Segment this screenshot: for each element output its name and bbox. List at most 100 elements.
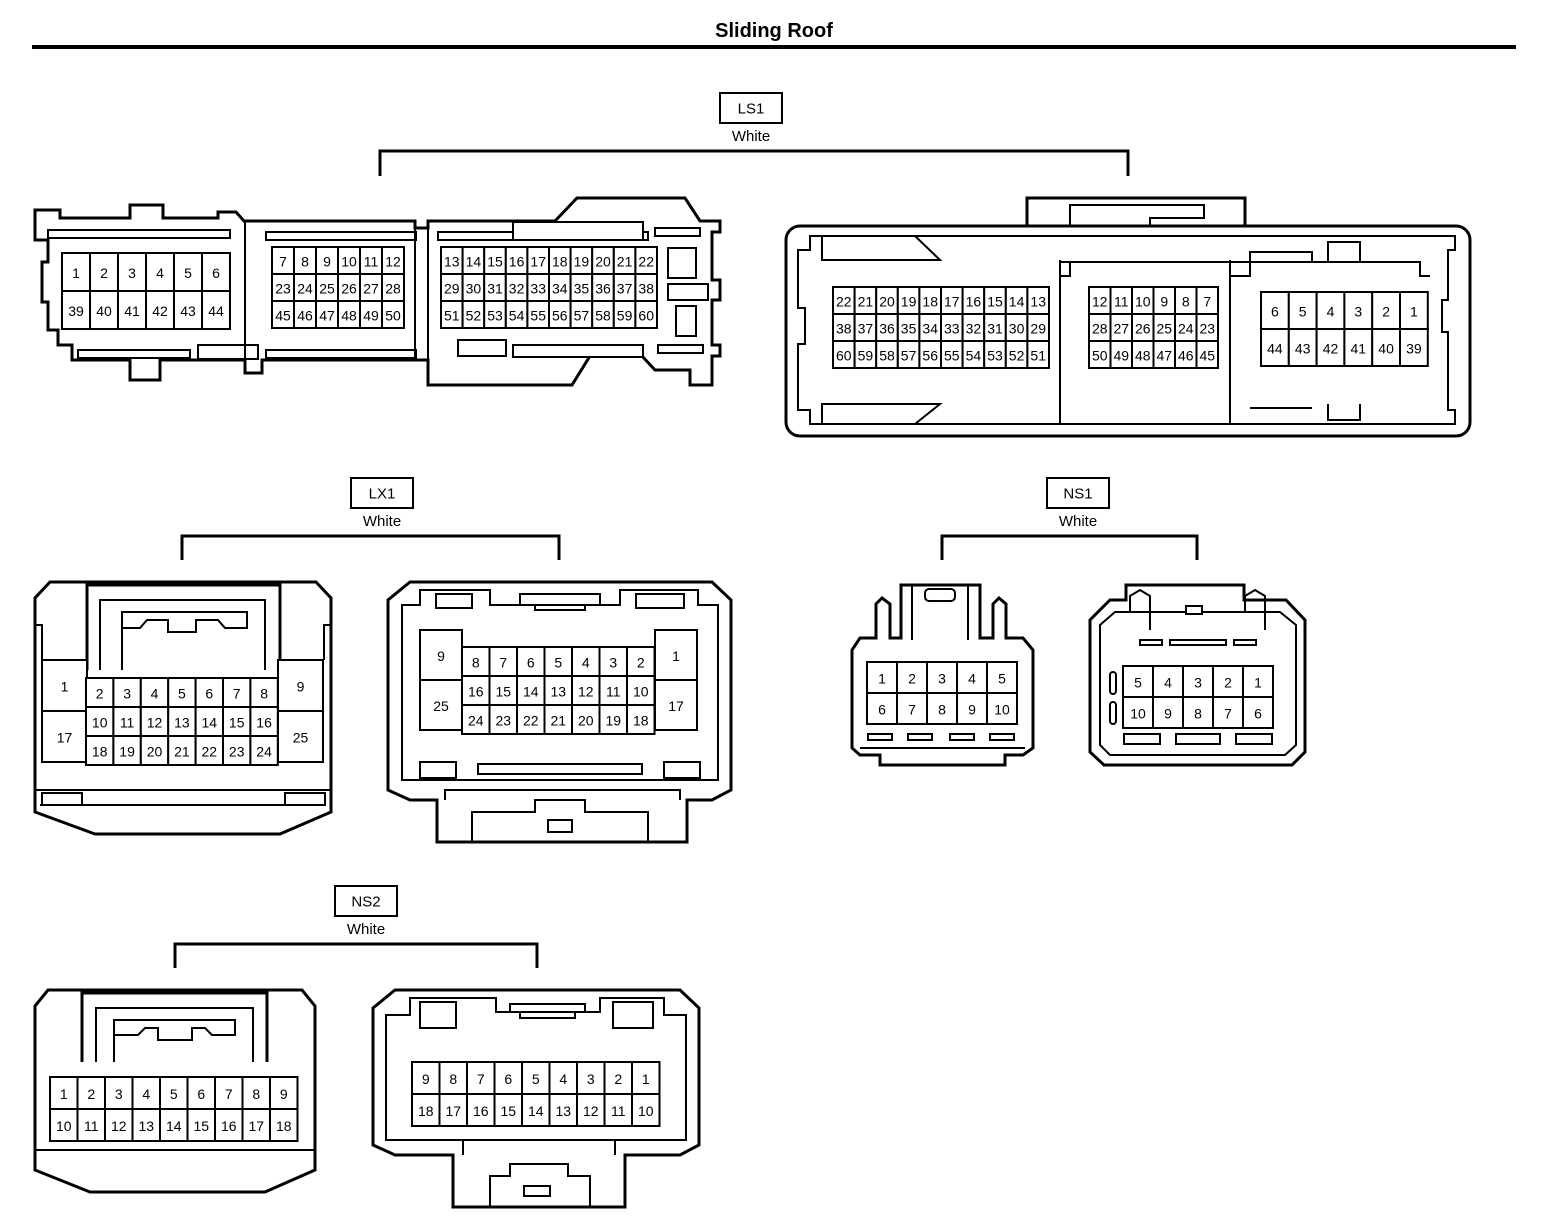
connector-color: White: [363, 513, 401, 530]
pin-number: 45: [1199, 348, 1215, 364]
pin-number: 10: [994, 702, 1010, 718]
pin-number: 2: [1382, 304, 1390, 320]
pin-cell: [167, 706, 197, 737]
pin-number: 3: [123, 686, 131, 702]
pin-cell: [926, 661, 958, 694]
pin-number: 33: [530, 281, 546, 297]
title-rule: [32, 45, 1516, 49]
pin-number: 35: [901, 321, 917, 337]
pin-cell: [1287, 291, 1318, 330]
pin-cell: [1371, 328, 1401, 367]
pin-number: 51: [1030, 348, 1046, 364]
pin-number: 36: [879, 321, 895, 337]
connector-label-box: [719, 92, 783, 124]
pin-number: 24: [468, 713, 484, 729]
pin-cell: [49, 1108, 79, 1142]
pin-number: 17: [57, 730, 73, 746]
pin-number: 32: [966, 321, 982, 337]
pin-number: 6: [197, 1086, 205, 1102]
pin-number: 18: [552, 254, 568, 270]
pin-number: 1: [878, 671, 886, 687]
pin-number: 12: [385, 254, 401, 270]
pin-number: 59: [858, 348, 874, 364]
pin-number: 57: [574, 308, 590, 324]
pin-number: 7: [477, 1071, 485, 1087]
pin-number: 9: [422, 1071, 430, 1087]
pin-number: 16: [256, 715, 272, 731]
pin-cell: [634, 300, 659, 329]
pin-cell: [214, 1108, 244, 1142]
pin-number: 57: [901, 348, 917, 364]
pin-cell: [1182, 696, 1214, 729]
pin-number: 4: [968, 671, 976, 687]
pin-number: 3: [115, 1086, 123, 1102]
pin-number: 50: [1092, 348, 1108, 364]
pin-number: 43: [1295, 341, 1311, 357]
pin-number: 9: [297, 679, 305, 695]
pin-number: 29: [1030, 321, 1046, 337]
pin-number: 7: [233, 686, 241, 702]
connector-label: NS2: [351, 894, 380, 911]
pin-number: 1: [1254, 675, 1262, 691]
pin-number: 26: [341, 281, 357, 297]
pin-number: 11: [611, 1103, 626, 1119]
pin-number: 42: [152, 303, 168, 319]
connector-housing-ns2-side-1: [33, 988, 317, 1194]
pin-cell: [1122, 696, 1154, 729]
pin-cell: [269, 1108, 299, 1142]
pin-number: 7: [908, 702, 916, 718]
pin-number: 9: [280, 1086, 288, 1102]
pin-number: 52: [1009, 348, 1025, 364]
pin-number: 18: [92, 744, 108, 760]
pin-number: 5: [1134, 675, 1142, 691]
pin-number: 24: [297, 281, 313, 297]
pin-number: 40: [1378, 341, 1394, 357]
connector-label-box: [334, 885, 398, 917]
pin-number: 3: [938, 671, 946, 687]
connector-housing-ns2-side-2: [371, 988, 701, 1209]
pin-number: 54: [966, 348, 982, 364]
pin-cell: [516, 675, 546, 706]
pin-number: 49: [363, 308, 379, 324]
pin-number: 17: [530, 254, 546, 270]
pin-number: 38: [638, 281, 654, 297]
pin-number: 20: [595, 254, 611, 270]
pin-number: 45: [275, 308, 291, 324]
pin-number: 11: [606, 684, 621, 700]
pin-number: 56: [552, 308, 568, 324]
connector-bracket: [940, 534, 1199, 560]
pin-cell: [461, 704, 491, 735]
pin-number: 4: [156, 265, 164, 281]
pin-cell: [41, 710, 88, 763]
pin-number: 12: [583, 1103, 599, 1119]
pin-number: 9: [1160, 294, 1168, 310]
pin-number: 44: [208, 303, 224, 319]
pin-number: 1: [672, 648, 680, 664]
pin-number: 14: [523, 684, 539, 700]
connector-bracket: [173, 942, 539, 968]
pin-number: 14: [466, 254, 482, 270]
pin-cell: [1260, 291, 1290, 330]
pin-number: 10: [92, 715, 108, 731]
pin-number: 8: [260, 686, 268, 702]
pin-number: 2: [87, 1086, 95, 1102]
pin-number: 12: [111, 1118, 127, 1134]
pin-cell: [654, 679, 698, 731]
pin-number: 2: [1224, 675, 1232, 691]
pin-cell: [466, 1093, 496, 1127]
pin-number: 48: [341, 308, 357, 324]
pin-number: 41: [124, 303, 140, 319]
pin-number: 23: [495, 713, 511, 729]
pin-number: 12: [1092, 294, 1108, 310]
pin-number: 53: [987, 348, 1003, 364]
pin-cell: [1122, 665, 1154, 698]
pin-number: 60: [836, 348, 852, 364]
pin-number: 5: [184, 265, 192, 281]
pin-number: 37: [617, 281, 633, 297]
pin-number: 21: [550, 713, 566, 729]
